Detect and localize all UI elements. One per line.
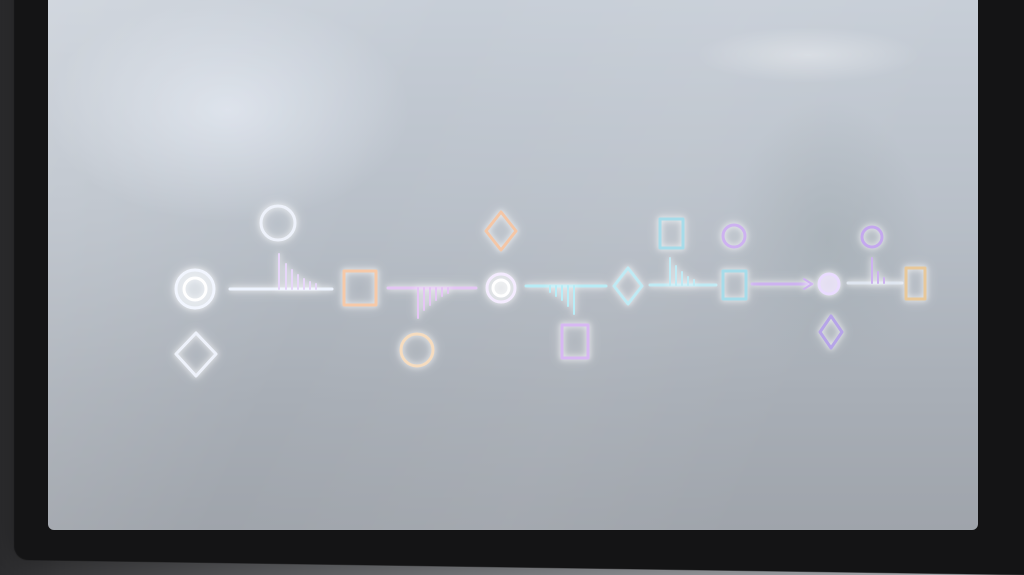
square-node-icon	[721, 269, 748, 301]
square-node-icon	[658, 217, 685, 250]
screen-glare	[48, 0, 978, 530]
spike-cluster	[549, 285, 575, 315]
arrow-head	[803, 278, 813, 290]
diamond-node-icon	[174, 331, 218, 378]
circle-node-icon	[485, 272, 517, 304]
circle-node-icon	[860, 225, 884, 249]
circle-node-inner-icon	[491, 278, 511, 298]
spike-cluster	[871, 257, 885, 284]
spike-cluster	[417, 287, 449, 319]
spike-cluster	[669, 257, 695, 286]
circle-node-icon	[399, 332, 435, 368]
diamond-node-icon	[818, 314, 844, 350]
sequence-diagram	[174, 204, 927, 378]
monitor-screen	[48, 0, 978, 530]
square-node-icon	[342, 269, 378, 307]
circle-node-icon	[721, 223, 747, 249]
diamond-node-icon	[484, 210, 518, 252]
start-node-inner-icon	[182, 276, 208, 302]
spike-cluster	[278, 253, 317, 290]
square-node-icon	[904, 266, 927, 301]
circle-node-icon	[259, 204, 297, 242]
square-node-icon	[560, 323, 590, 360]
glow-dot-node-icon	[817, 272, 841, 296]
diamond-node-icon	[612, 266, 644, 306]
start-node-icon	[174, 268, 216, 310]
